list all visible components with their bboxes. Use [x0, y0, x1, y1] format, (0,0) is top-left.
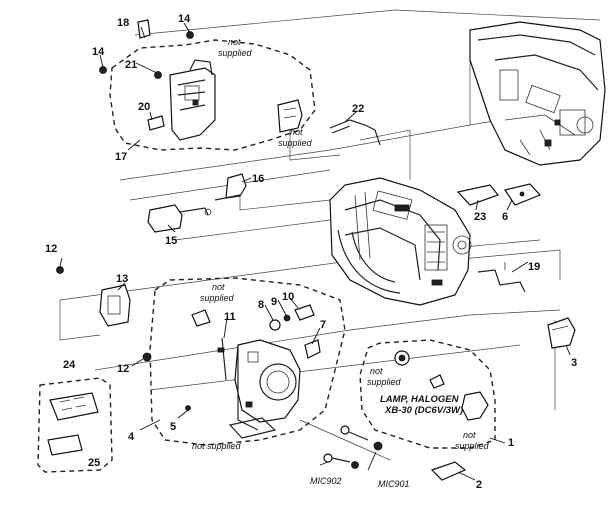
part-10: [294, 304, 315, 321]
group-1-outline: [359, 339, 496, 449]
callout-25: 25: [88, 457, 100, 469]
part-14-screw-left: [99, 66, 107, 74]
note-not-supplied-1-line1: not: [228, 37, 241, 47]
group-4-outline: [149, 277, 346, 446]
callout-12-upper: 12: [45, 243, 57, 255]
callout-10: 10: [282, 291, 294, 303]
callout-12-lower: 12: [117, 363, 129, 375]
part-21-screw: [154, 71, 162, 79]
not-supplied-plate-part: [277, 99, 303, 133]
callout-4: 4: [128, 431, 135, 443]
part-18-clip: [137, 19, 151, 39]
callout-13: 13: [116, 273, 128, 285]
note-not-supplied-4-line2: supplied: [367, 377, 402, 387]
lamp-spec-label: XB-30 (DC6V/3W): [384, 405, 463, 416]
note-not-supplied-4-line1: not: [370, 366, 383, 376]
callout-3: 3: [571, 357, 577, 369]
mic902-parts: [323, 453, 359, 469]
mic902-label: MIC902: [310, 476, 342, 486]
callout-14-top: 14: [178, 13, 191, 25]
part-12-screw-lower: [142, 352, 152, 362]
callout-16: 16: [252, 173, 264, 185]
callout-24: 24: [63, 359, 76, 371]
part-15: [147, 204, 212, 233]
part-22: [329, 119, 381, 146]
mechanism-block-part: [469, 21, 606, 166]
part-13: [99, 284, 131, 327]
callout-17: 17: [115, 151, 127, 163]
part-14-screw-top: [186, 31, 194, 39]
part-24-card: [49, 392, 99, 421]
callout-19: 19: [528, 261, 540, 273]
part-6: [504, 183, 542, 206]
part-12-screw-upper: [56, 266, 64, 274]
callout-18: 18: [117, 17, 129, 29]
callout-5: 5: [170, 421, 176, 433]
part-23: [456, 184, 499, 206]
note-not-supplied-3-line1: not: [212, 282, 225, 292]
callout-14-left: 14: [92, 46, 105, 58]
note-not-supplied-3-line2: supplied: [200, 293, 235, 303]
camera-body-part: [329, 177, 472, 306]
note-not-supplied-5: not supplied: [192, 441, 242, 451]
part-16: [214, 173, 247, 201]
part-11: [217, 337, 227, 381]
callout-22: 22: [352, 103, 364, 115]
callout-8: 8: [258, 299, 264, 311]
callout-7: 7: [320, 319, 326, 331]
note-not-supplied-6-line1: not: [463, 430, 476, 440]
part-19: [477, 262, 526, 293]
part-20: [147, 115, 165, 131]
callout-9: 9: [271, 296, 277, 308]
part-3: [547, 317, 576, 349]
lamp-socket-part: [394, 350, 410, 366]
group-24-outline: [37, 377, 113, 473]
lamp-halogen-label: LAMP, HALOGEN: [380, 394, 460, 405]
callout-21: 21: [125, 59, 137, 71]
lamp-reflector-part: [461, 391, 489, 421]
leader-lines: [59, 22, 571, 481]
mic901-parts: [340, 425, 383, 451]
part-25-sheet: [47, 434, 83, 456]
note-not-supplied-1-line2: supplied: [218, 48, 253, 58]
callout-11: 11: [224, 311, 236, 323]
part-2: [430, 461, 467, 481]
mic901-label: MIC901: [378, 479, 410, 489]
callout-15: 15: [165, 235, 177, 247]
callout-2: 2: [476, 479, 482, 491]
bracket-assembly-part: [169, 59, 216, 141]
lamp-bulb-part: [429, 374, 445, 389]
part-9: [283, 314, 291, 322]
callout-23: 23: [474, 211, 486, 223]
note-not-supplied-2-line1: not: [290, 127, 303, 137]
note-not-supplied-2-line2: supplied: [278, 138, 313, 148]
callout-6: 6: [502, 211, 508, 223]
front-block-part: [228, 339, 301, 439]
not-supplied-small-part: [191, 309, 211, 327]
part-5: [185, 405, 191, 411]
part-8: [269, 319, 281, 331]
group-17-outline: [109, 39, 316, 151]
callout-20: 20: [138, 101, 150, 113]
note-not-supplied-6-line2: supplied: [455, 441, 490, 451]
callout-1: 1: [508, 437, 514, 449]
